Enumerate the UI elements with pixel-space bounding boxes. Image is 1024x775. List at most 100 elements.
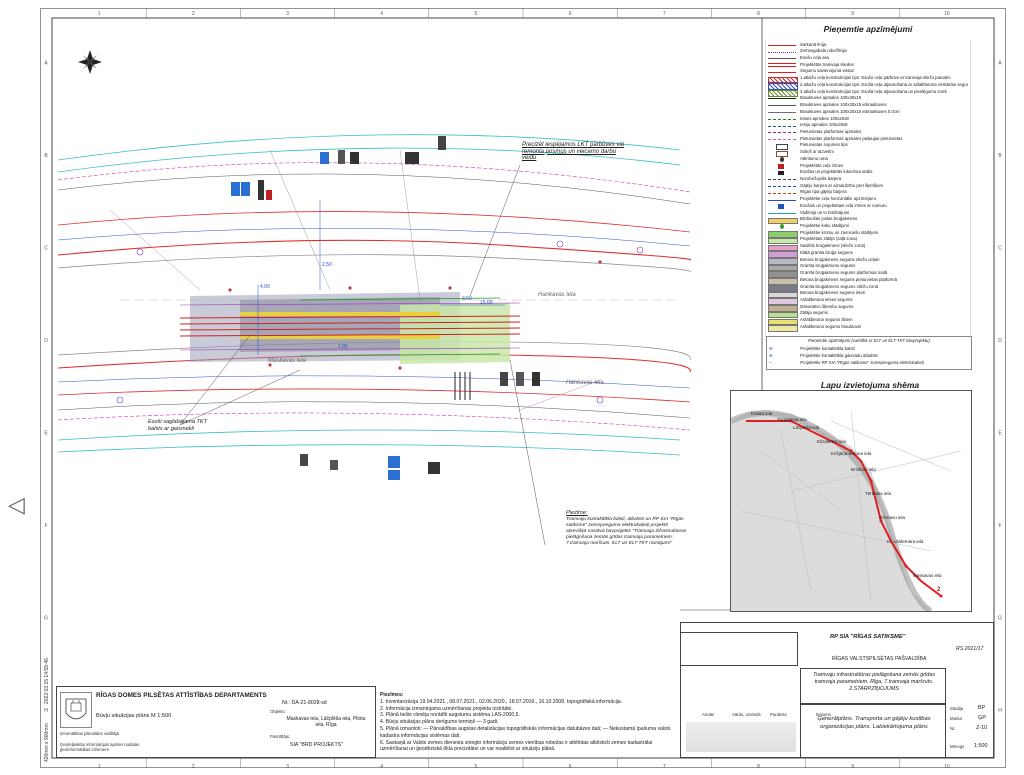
grid-column-label: 8 xyxy=(757,764,760,768)
legend-item: Projektētie koku stādījumi xyxy=(766,223,970,230)
legend-item: Ietves apmales 100x20x8 xyxy=(766,116,970,123)
legend-item: Segumu savienojuma vietas xyxy=(766,68,970,76)
legend-item-label: Pieturvietas platformas apmales pieļauja… xyxy=(800,135,903,141)
legend-item: Betona bruģakmens segums ietvē xyxy=(766,290,970,299)
legend-key-symbol xyxy=(768,318,798,326)
note-callout: Piezīme: Tramvaju kontakttīkla balsti, a… xyxy=(566,510,688,547)
compass-rose-icon xyxy=(78,50,102,74)
map-street-label: Tērbatas iela xyxy=(865,491,892,496)
grid-row-label: E xyxy=(44,430,48,436)
legend-item: Brauktuves apmales 100x30x15 xyxy=(766,95,970,103)
legend-item: Pieturvietas nojumes tips xyxy=(766,142,970,151)
legend-item: Betona bruģakmens segums pieturvietas pl… xyxy=(766,276,970,285)
legend-item-label: Norobežojošā barjera xyxy=(800,176,842,181)
pole-icon: ⊕ xyxy=(769,346,773,351)
stage-label: Stadija xyxy=(950,706,964,711)
map-street-label: Brīvības iela xyxy=(851,467,876,472)
legend-item-label: Asfaltbetona segums tiltiem xyxy=(800,317,853,323)
legend-item-label: Granīta bruģakmens segums xyxy=(800,263,856,269)
legend-item: Ietvju apmales 100x20x8 xyxy=(766,122,970,130)
legend-key-symbol xyxy=(778,163,784,169)
department-name: RĪGAS DOMES PILSĒTAS ATTĪSTĪBAS DEPARTAM… xyxy=(96,692,267,699)
legend-item: Atkritumu urna xyxy=(766,156,970,163)
map-street-label: Kr. Valdemāra iela xyxy=(887,539,924,544)
personnel-blurred xyxy=(686,722,796,752)
grid-column-label: 2 xyxy=(192,764,195,768)
legend-key-symbol xyxy=(768,244,798,252)
object-label: Objekts: xyxy=(270,709,286,714)
sub-legend-desc: Projektētie kontakttīkla balsti xyxy=(800,346,855,351)
legend-item-label: Asfaltbetona segums brauktuvei xyxy=(800,323,862,329)
legend-item: Projektētais zālājs (zaļā zona) xyxy=(766,236,970,245)
mark-label: Marka xyxy=(950,716,962,721)
client-value: SIA "BRD PROJEKTS" xyxy=(290,742,343,748)
legend-item-label: Dekoratīvo šķembu segums xyxy=(800,303,854,309)
stage-value: BP xyxy=(978,705,986,711)
legend-item-label: Segumu savienojuma vietas xyxy=(800,68,854,74)
map-street-label: Krasta iela xyxy=(751,411,773,416)
legend-item-label: Brauktuves apmales 100x20x15 iebrauktuve… xyxy=(800,108,900,114)
grid-column-label: 6 xyxy=(569,764,572,768)
sub-legend-item: ⊕ Projektētie kontakttīkla balsti xyxy=(769,346,969,353)
legend-key-symbol xyxy=(768,76,798,84)
legend-item: Betona bruģakmens segums sliežu ceļam xyxy=(766,257,970,265)
riga-coat-of-arms-icon xyxy=(60,692,92,728)
legend-item: Asfaltbetona ietves segums xyxy=(766,297,970,305)
margin-timestamp: 2022.03.15 14:59:46 xyxy=(44,658,50,704)
grid-column-label: 9 xyxy=(851,764,854,768)
legend-item-label: Vadlīnija un to brīdinājumi xyxy=(800,209,850,215)
collapse-arrow-icon[interactable]: ◁ xyxy=(8,492,25,517)
legend-item-label: Brauktuves apmales 100x30x15 iebrauktuve… xyxy=(800,102,887,108)
sub-legend-item: ─ Projektētie RP SIA "Rīgas satiksme" ze… xyxy=(769,360,969,367)
notes-title: Piezīmes: xyxy=(380,692,404,698)
support-icon: ⊕ xyxy=(769,353,773,358)
dimension-label: 4,00 xyxy=(260,284,270,290)
grid-column-label: 3 xyxy=(286,764,289,768)
legend-key-symbol xyxy=(768,199,796,201)
legend-key-symbol xyxy=(768,284,798,292)
legend-item: Brīdinošās joslas bruģakmens xyxy=(766,216,970,225)
legend-item: Vadlīnija un to brīdinājumi xyxy=(766,210,970,217)
street-label: Hankavas iela xyxy=(538,292,576,298)
legend-key-symbol xyxy=(768,237,798,245)
legend-item: Esošās un projektētās luksofora stabs xyxy=(766,169,970,177)
legend-key-symbol xyxy=(768,264,798,272)
note-item: 5. Plānā izmantoti: — Pārvaldības augsta… xyxy=(380,725,671,739)
legend-item: 3.atlaižu ceļa konstrukcijas tips: Esošā… xyxy=(766,89,970,97)
grid-column-label: 2 xyxy=(192,11,195,17)
grid-row-label: A xyxy=(44,60,48,66)
legend-item-label: Soliņš ar atzveltni xyxy=(800,149,834,155)
cable-icon: ─ xyxy=(769,360,773,365)
legend-item-label: Betona bruģakmens segums pieturvietas pl… xyxy=(800,276,897,282)
legend-key-symbol xyxy=(768,71,796,73)
legend-key-symbol xyxy=(768,305,798,312)
grid-row-label: C xyxy=(44,245,48,251)
scale-label: Mērogs xyxy=(950,744,965,749)
grid-row-label: B xyxy=(44,153,48,159)
grid-column-label: 4 xyxy=(380,11,383,17)
legend-title: Pieņemtie apzīmējumi xyxy=(823,24,913,34)
map-street-label: Maskavas iela xyxy=(913,573,942,578)
sub-legend-panel: Pieņemtie apzīmējumi (saistībā ar ELT un… xyxy=(766,336,972,370)
legend-key-symbol xyxy=(768,132,796,134)
note-item: 2. Informācija izmantojama uzmērīšanas p… xyxy=(380,705,513,712)
grid-row-label: G xyxy=(998,615,1002,621)
legend-key-symbol xyxy=(780,224,784,230)
legend-item-label: Atkritumu urna xyxy=(800,155,828,161)
dimension-label: 3,50 xyxy=(462,296,472,302)
dimension-label: 15,00 xyxy=(480,300,493,306)
client-label: Pasūtītājs: xyxy=(270,734,291,739)
legend-key-symbol xyxy=(768,125,796,127)
note-item: 3. Plānā tiešie rāmēja norādīti augstumu… xyxy=(380,712,520,719)
legend-item-label: Projektētie krūmu un ziemciešu stādījumi xyxy=(800,229,879,235)
road-plan xyxy=(57,50,691,546)
legend-item-label: Projektētie koku stādījumi xyxy=(800,223,849,229)
grid-row-label: G xyxy=(44,615,48,621)
legend-item: Soliņš ar atzveltni xyxy=(766,149,970,158)
grid-row-label: F xyxy=(998,523,1001,529)
legend-item-label: Zālāja segums xyxy=(800,310,828,316)
legend-item: Brauktuves apmales 100x20x15 iebrauktuve… xyxy=(766,109,970,116)
legend-key-symbol xyxy=(768,271,798,279)
legend-key-symbol xyxy=(768,258,798,265)
grid-row-label: D xyxy=(44,338,48,344)
